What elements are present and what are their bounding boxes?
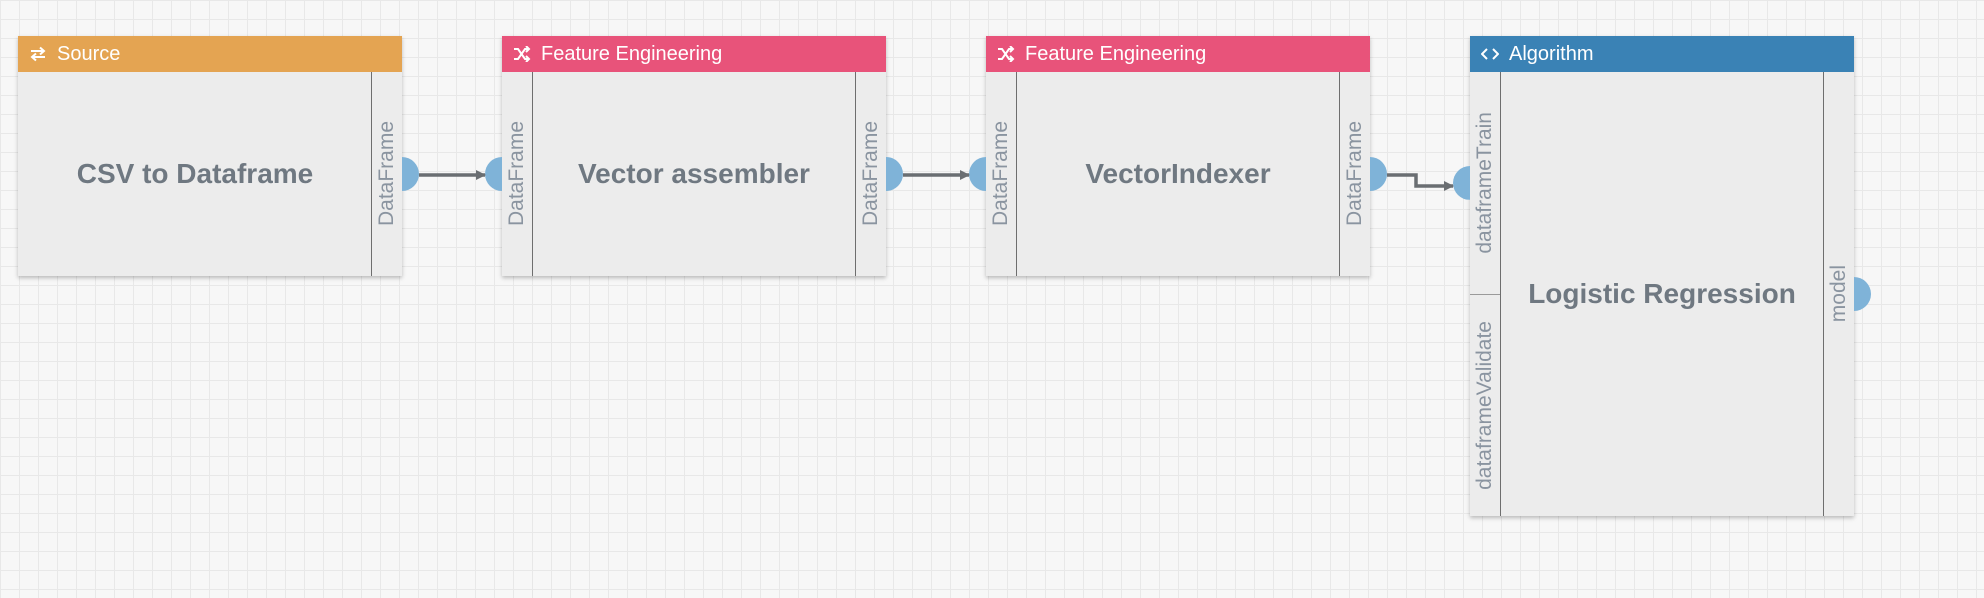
output-port-connector[interactable] [1854, 277, 1871, 311]
node-logistic-regression[interactable]: Algorithm dataframeTrain dataframeValida… [1453, 36, 1871, 517]
output-ports: model [1823, 72, 1871, 516]
node-body[interactable]: DataFrame VectorIndexer DataFrame [969, 72, 1387, 276]
node-body[interactable]: DataFrame Vector assembler DataFrame [485, 72, 903, 276]
port-label: DataFrame [505, 121, 528, 227]
port-label: DataFrame [1343, 121, 1366, 227]
node-title: Vector assembler [578, 158, 810, 189]
input-port-dataframe: DataFrame [969, 72, 1016, 276]
output-port-model: model [1824, 72, 1871, 516]
input-ports: DataFrame [485, 72, 533, 276]
output-ports: DataFrame [1339, 72, 1387, 276]
node-category-label: Algorithm [1509, 42, 1594, 65]
port-label: DataFrame [859, 121, 882, 227]
input-port-connector[interactable] [485, 157, 502, 191]
port-label: dataframeValidate [1473, 320, 1496, 490]
input-port-dataframe-validate: dataframeValidate [1470, 293, 1500, 517]
node-title: VectorIndexer [1085, 158, 1271, 189]
code-brackets-icon [1479, 43, 1501, 65]
node-body[interactable]: dataframeTrain dataframeValidate Logisti… [1453, 72, 1871, 517]
input-ports: DataFrame [969, 72, 1017, 276]
exchange-arrows-icon [27, 43, 49, 65]
output-ports: DataFrame [371, 72, 419, 276]
node-csv-to-dataframe[interactable]: Source CSV to Dataframe DataFrame [18, 36, 419, 276]
port-label: model [1827, 265, 1850, 323]
port-label: DataFrame [375, 121, 398, 227]
output-port-connector[interactable] [402, 157, 419, 191]
input-port-connector[interactable] [1453, 165, 1470, 200]
node-header-feature-engineering[interactable]: Feature Engineering [502, 36, 886, 72]
shuffle-icon [511, 43, 533, 65]
output-ports: DataFrame [855, 72, 903, 276]
node-title: Logistic Regression [1528, 278, 1796, 309]
node-body[interactable]: CSV to Dataframe DataFrame [18, 72, 419, 276]
node-header-algorithm[interactable]: Algorithm [1470, 36, 1854, 72]
input-ports: dataframeTrain dataframeValidate [1453, 72, 1501, 517]
node-vector-indexer[interactable]: Feature Engineering DataFrame VectorInde… [969, 36, 1387, 276]
output-port-dataframe: DataFrame [856, 72, 903, 276]
node-header-source[interactable]: Source [18, 36, 402, 72]
output-port-connector[interactable] [886, 157, 903, 191]
node-category-label: Feature Engineering [1025, 42, 1207, 65]
input-port-dataframe: DataFrame [485, 72, 532, 276]
node-title: CSV to Dataframe [76, 158, 314, 189]
node-header-feature-engineering[interactable]: Feature Engineering [986, 36, 1370, 72]
output-port-dataframe: DataFrame [372, 72, 419, 276]
node-category-label: Source [57, 42, 121, 65]
output-port-dataframe: DataFrame [1340, 72, 1387, 276]
shuffle-icon [995, 43, 1017, 65]
output-port-connector[interactable] [1370, 157, 1387, 191]
input-port-connector[interactable] [969, 157, 986, 191]
port-label: DataFrame [989, 121, 1012, 227]
node-category-label: Feature Engineering [541, 42, 723, 65]
input-port-dataframe-train: dataframeTrain [1453, 72, 1500, 294]
port-label: dataframeTrain [1473, 111, 1496, 254]
link-vector-indexer-to-logistic-regression [1387, 173, 1454, 191]
node-vector-assembler[interactable]: Feature Engineering DataFrame Vector ass… [485, 36, 903, 276]
